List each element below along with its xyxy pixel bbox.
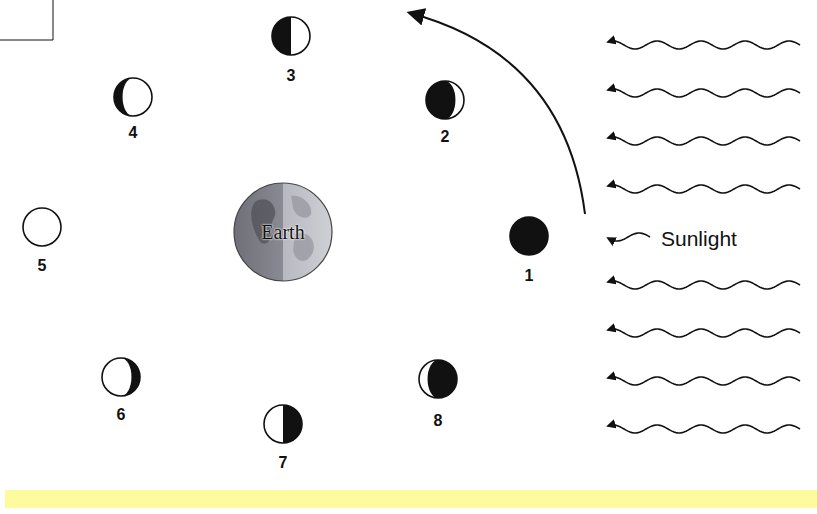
moon-outline — [510, 217, 548, 255]
callout-number: 2 — [441, 128, 450, 146]
moon-disk — [419, 360, 457, 398]
sunlight-rays — [608, 41, 800, 433]
moon-lit-part — [264, 405, 283, 443]
moon-phases — [23, 17, 548, 443]
callout-number: 7 — [279, 454, 288, 472]
moon-disk — [23, 208, 61, 246]
moon-disk — [272, 17, 310, 55]
orbit-arrow — [410, 13, 585, 214]
earth-label: Earth — [261, 221, 304, 244]
moon — [114, 78, 152, 116]
moon-outline — [426, 81, 464, 119]
callout-number: 5 — [38, 257, 47, 275]
corner-box — [0, 0, 53, 40]
moon-disk — [114, 78, 152, 116]
callout-number: 1 — [525, 267, 534, 285]
callout-number: 4 — [129, 124, 138, 142]
sunlight-label: Sunlight — [661, 227, 737, 251]
sunlight-ray — [608, 281, 800, 289]
moon — [419, 360, 457, 398]
callout-number: 8 — [434, 412, 443, 430]
earth-globe: Earth — [233, 182, 333, 282]
moon-disk — [510, 217, 548, 255]
moon-lit-part — [291, 17, 310, 55]
sunlight-ray — [608, 425, 800, 433]
callout-number: 6 — [117, 406, 126, 424]
sunlight-ray — [608, 377, 800, 385]
sunlight-ray — [608, 185, 800, 193]
sunlight-ray — [608, 137, 800, 145]
moon-disk — [264, 405, 302, 443]
moon-outline — [272, 17, 310, 55]
moon — [23, 208, 61, 246]
sunlight-ray — [608, 233, 650, 241]
sunlight-ray — [608, 329, 800, 337]
yellow-band — [5, 490, 817, 508]
moon-outline — [264, 405, 302, 443]
moon-lit-part — [445, 81, 464, 119]
moon — [426, 81, 464, 119]
sunlight-ray — [608, 41, 800, 49]
moon-disk — [426, 81, 464, 119]
moon-outline — [23, 208, 61, 246]
moon — [510, 217, 548, 255]
moon-outline — [102, 358, 140, 396]
moon-outline — [419, 360, 457, 398]
moon — [102, 358, 140, 396]
sunlight-ray — [608, 89, 800, 97]
moon — [264, 405, 302, 443]
moon-disk — [102, 358, 140, 396]
callout-number: 3 — [287, 67, 296, 85]
moon-outline — [114, 78, 152, 116]
moon — [272, 17, 310, 55]
moon-lit-part — [419, 360, 438, 398]
